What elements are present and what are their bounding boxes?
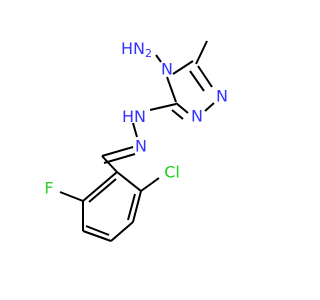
bond-n2-c3 <box>175 102 189 114</box>
bond-ar1-ar2 <box>116 171 142 192</box>
hydrazone-nh-label: HN <box>122 107 146 126</box>
bond-ar4-ar5 <box>82 230 112 242</box>
bond-n4-nh2 <box>155 54 162 63</box>
amino-group-label: HN2 <box>121 39 152 60</box>
bond-ar4-ar5-inner <box>85 225 110 236</box>
bond-n-ch <box>101 146 134 157</box>
molecule-structure-diagram: HN2 N N N HN N F Cl <box>44 39 228 242</box>
bond-n2-c3-double <box>171 109 184 120</box>
bond-n1-n2 <box>204 102 215 112</box>
bond-c5-n1-double <box>189 70 205 92</box>
bond-c3-nh <box>149 103 177 111</box>
triazole-n2-label: N <box>191 107 203 126</box>
bonds <box>59 40 215 242</box>
bond-n4-c3 <box>166 76 177 103</box>
atom-labels: HN2 N N N HN N F Cl <box>44 39 228 198</box>
bond-ar2-cl <box>140 177 160 192</box>
chlorine-label: Cl <box>164 163 180 182</box>
bond-ar2-ar3 <box>132 190 142 223</box>
bond-c5-n1 <box>197 65 213 88</box>
bond-ch-aryl <box>101 155 118 173</box>
triazole-n1-label: N <box>216 87 228 106</box>
bond-ar2-ar3-inner <box>127 193 136 221</box>
bond-ar3-ar4 <box>110 221 134 242</box>
bond-ar6-ar1-inner <box>88 178 117 203</box>
bond-nh-n <box>132 122 138 138</box>
bond-ar6-f <box>59 191 84 202</box>
fluorine-label: F <box>44 179 53 198</box>
triazole-n4-label: N <box>161 60 173 79</box>
bond-ar6-ar1 <box>82 171 118 202</box>
bond-c5-methyl <box>195 40 208 65</box>
imine-n-label: N <box>135 137 147 156</box>
bond-n-ch-double <box>103 153 136 164</box>
bond-n4-c5 <box>172 60 194 75</box>
